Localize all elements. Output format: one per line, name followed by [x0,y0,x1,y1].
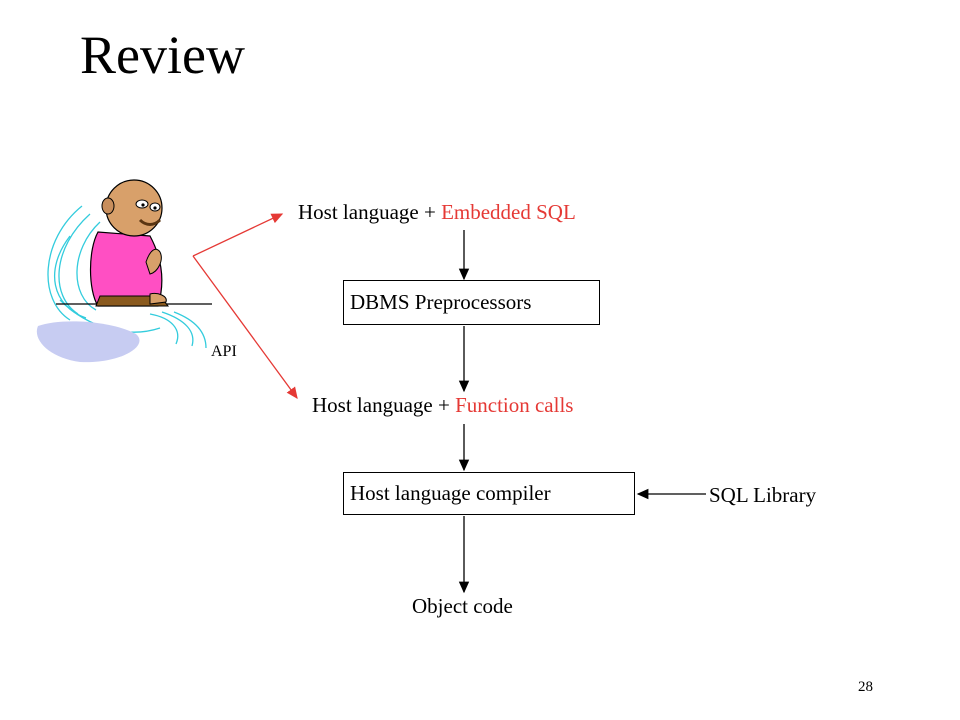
box-dbms-preprocessors: DBMS Preprocessors [343,280,600,325]
red-arrow-embedded [192,213,284,257]
slide-title: Review [80,25,245,85]
node-highlight: Function calls [455,393,574,417]
api-label: API [211,343,237,360]
node-object-code: Object code [412,594,513,618]
box-host-language-compiler: Host language compiler [343,472,635,515]
node-prefix: Host language + [298,200,442,224]
box-label: Host language compiler [350,481,551,505]
node-prefix: Host language + [312,393,456,417]
red-arrow-api [192,255,298,400]
page-number: 28 [858,679,873,695]
node-sql-library: SQL Library [709,483,817,507]
node-highlight: Embedded SQL [441,200,576,224]
node-host-function-calls: Host language + Function calls [312,393,573,418]
node-host-embedded-sql: Host language + Embedded SQL [298,200,576,225]
box-label: DBMS Preprocessors [350,290,532,314]
